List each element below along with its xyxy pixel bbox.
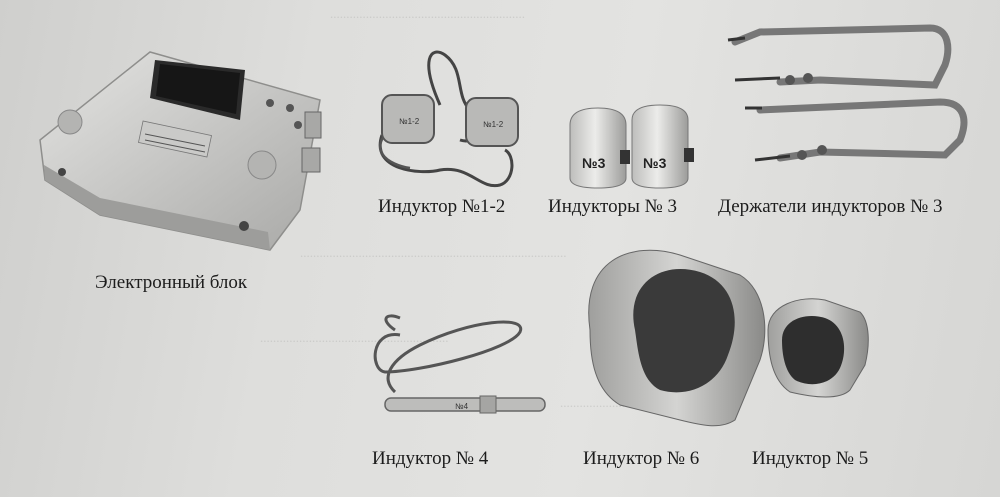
bleed-through-text: ........................................…: [330, 6, 525, 21]
electronic-block-image: [39, 51, 322, 251]
caption-inductors-3: Индукторы № 3: [548, 196, 677, 217]
caption-inductor-1-2: Индуктор №1-2: [378, 196, 506, 217]
inductor-6-image: [588, 249, 766, 427]
caption-inductor-5: Индуктор № 5: [752, 448, 869, 469]
caption-inductor-4: Индуктор № 4: [372, 448, 489, 469]
caption-inductor-6: Индуктор № 6: [583, 448, 700, 469]
inductor-4-image: №4: [373, 314, 546, 414]
bleed-through-text: ........................................…: [300, 245, 567, 260]
caption-holders-3: Держатели индукторов № 3: [718, 196, 943, 217]
inductors-3-image: №3 №3: [569, 104, 694, 189]
caption-electronic-block: Электронный блок: [95, 272, 248, 293]
pad-left-label: №1-2: [399, 117, 420, 126]
cylinder-right-label: №3: [643, 155, 667, 171]
probe-label: №4: [455, 402, 469, 411]
cylinder-left-label: №3: [582, 155, 606, 171]
pad-right-label: №1-2: [483, 120, 504, 129]
inductor-1-2-image: №1-2 №1-2: [378, 50, 519, 188]
bleed-through-text: ........................................…: [260, 330, 449, 345]
inductor-5-image: [767, 298, 869, 398]
holders-3-image: [727, 24, 968, 162]
